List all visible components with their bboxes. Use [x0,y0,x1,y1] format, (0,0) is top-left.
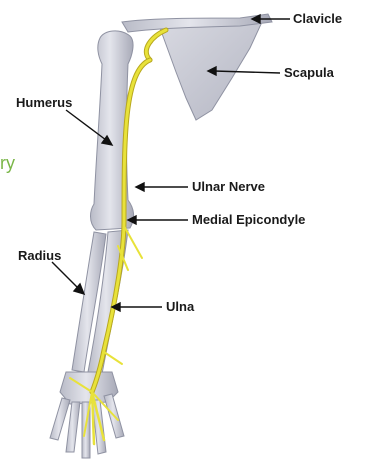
finger-bones [50,394,124,458]
label-humerus: Humerus [16,96,72,109]
label-ulnar-nerve: Ulnar Nerve [192,180,265,193]
label-scapula: Scapula [284,66,334,79]
label-radius: Radius [18,249,61,262]
label-clavicle: Clavicle [293,12,342,25]
clipped-text: ry [0,154,15,172]
label-ulna: Ulna [166,300,194,313]
label-medial-epicondyle: Medial Epicondyle [192,213,305,226]
